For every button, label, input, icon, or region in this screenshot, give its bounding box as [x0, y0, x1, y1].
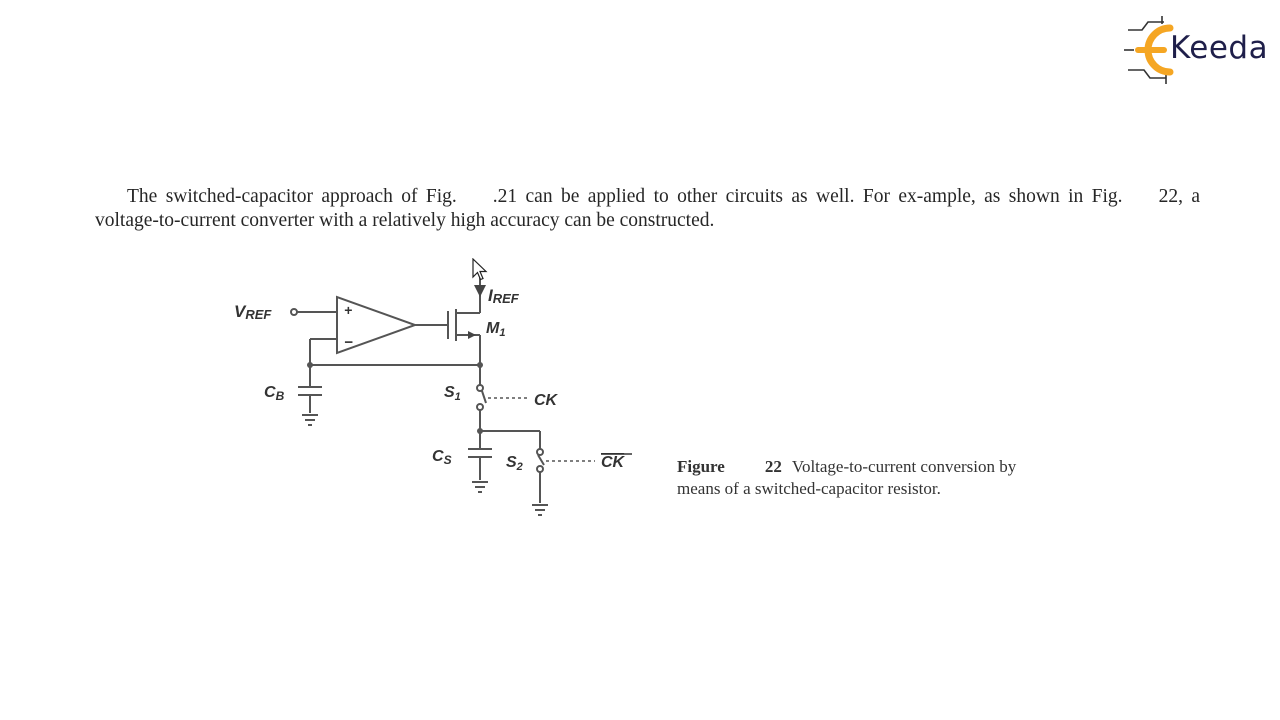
caption-label: Figure	[677, 457, 725, 476]
caption-number: 22	[764, 457, 782, 476]
plus-sign: +	[344, 302, 352, 318]
logo-text[interactable]: Keeda	[1170, 30, 1269, 66]
ck-bar-label: CK	[601, 454, 626, 471]
iref-label: IREF	[488, 286, 520, 306]
paragraph-part-3: 22, a voltage-to-current converter with …	[95, 185, 1200, 232]
cb-label: CB	[264, 384, 285, 403]
s2-label: S2	[506, 454, 523, 473]
vref-terminal	[290, 308, 298, 316]
op-amp	[336, 295, 418, 355]
ekeeda-logo	[1124, 16, 1174, 84]
ck-label: CK	[534, 392, 559, 409]
minus-sign: −	[344, 334, 353, 351]
paragraph-part-2: .21 can be applied to other circuits as …	[492, 185, 1123, 207]
caption-text: Voltage-to-current conversion by means o…	[677, 457, 1017, 498]
paragraph-part-1: The switched-capacitor approach of Fig.	[127, 185, 457, 207]
voltage-to-current-circuit: VREF + − IREF M1 CB S1 CK CS S2 CK	[234, 275, 632, 516]
s1-label: S1	[444, 384, 461, 403]
cs-label: CS	[432, 448, 452, 467]
vref-label: VREF	[234, 302, 272, 322]
body-paragraph: The switched-capacitor approach of Fig..…	[95, 185, 1200, 234]
mouse-cursor-icon	[472, 258, 488, 281]
m1-label: M1	[486, 320, 505, 339]
